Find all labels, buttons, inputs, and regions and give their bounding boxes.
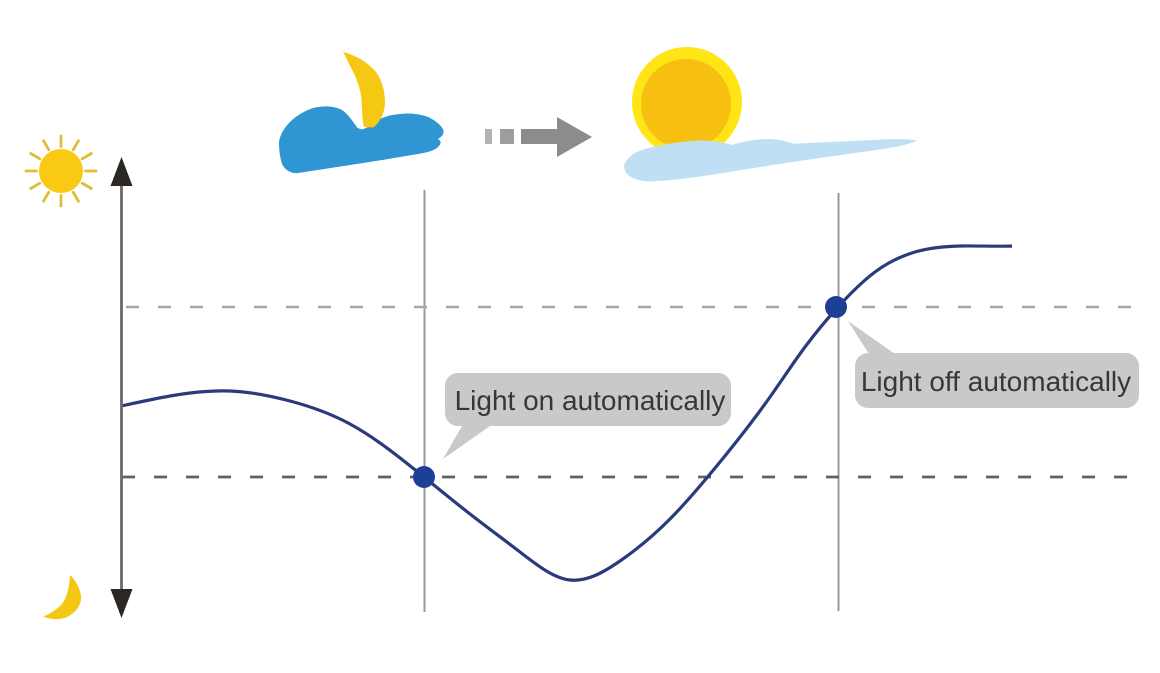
svg-text:Light on automatically: Light on automatically <box>455 385 726 416</box>
svg-text:Light off automatically: Light off automatically <box>861 366 1131 397</box>
